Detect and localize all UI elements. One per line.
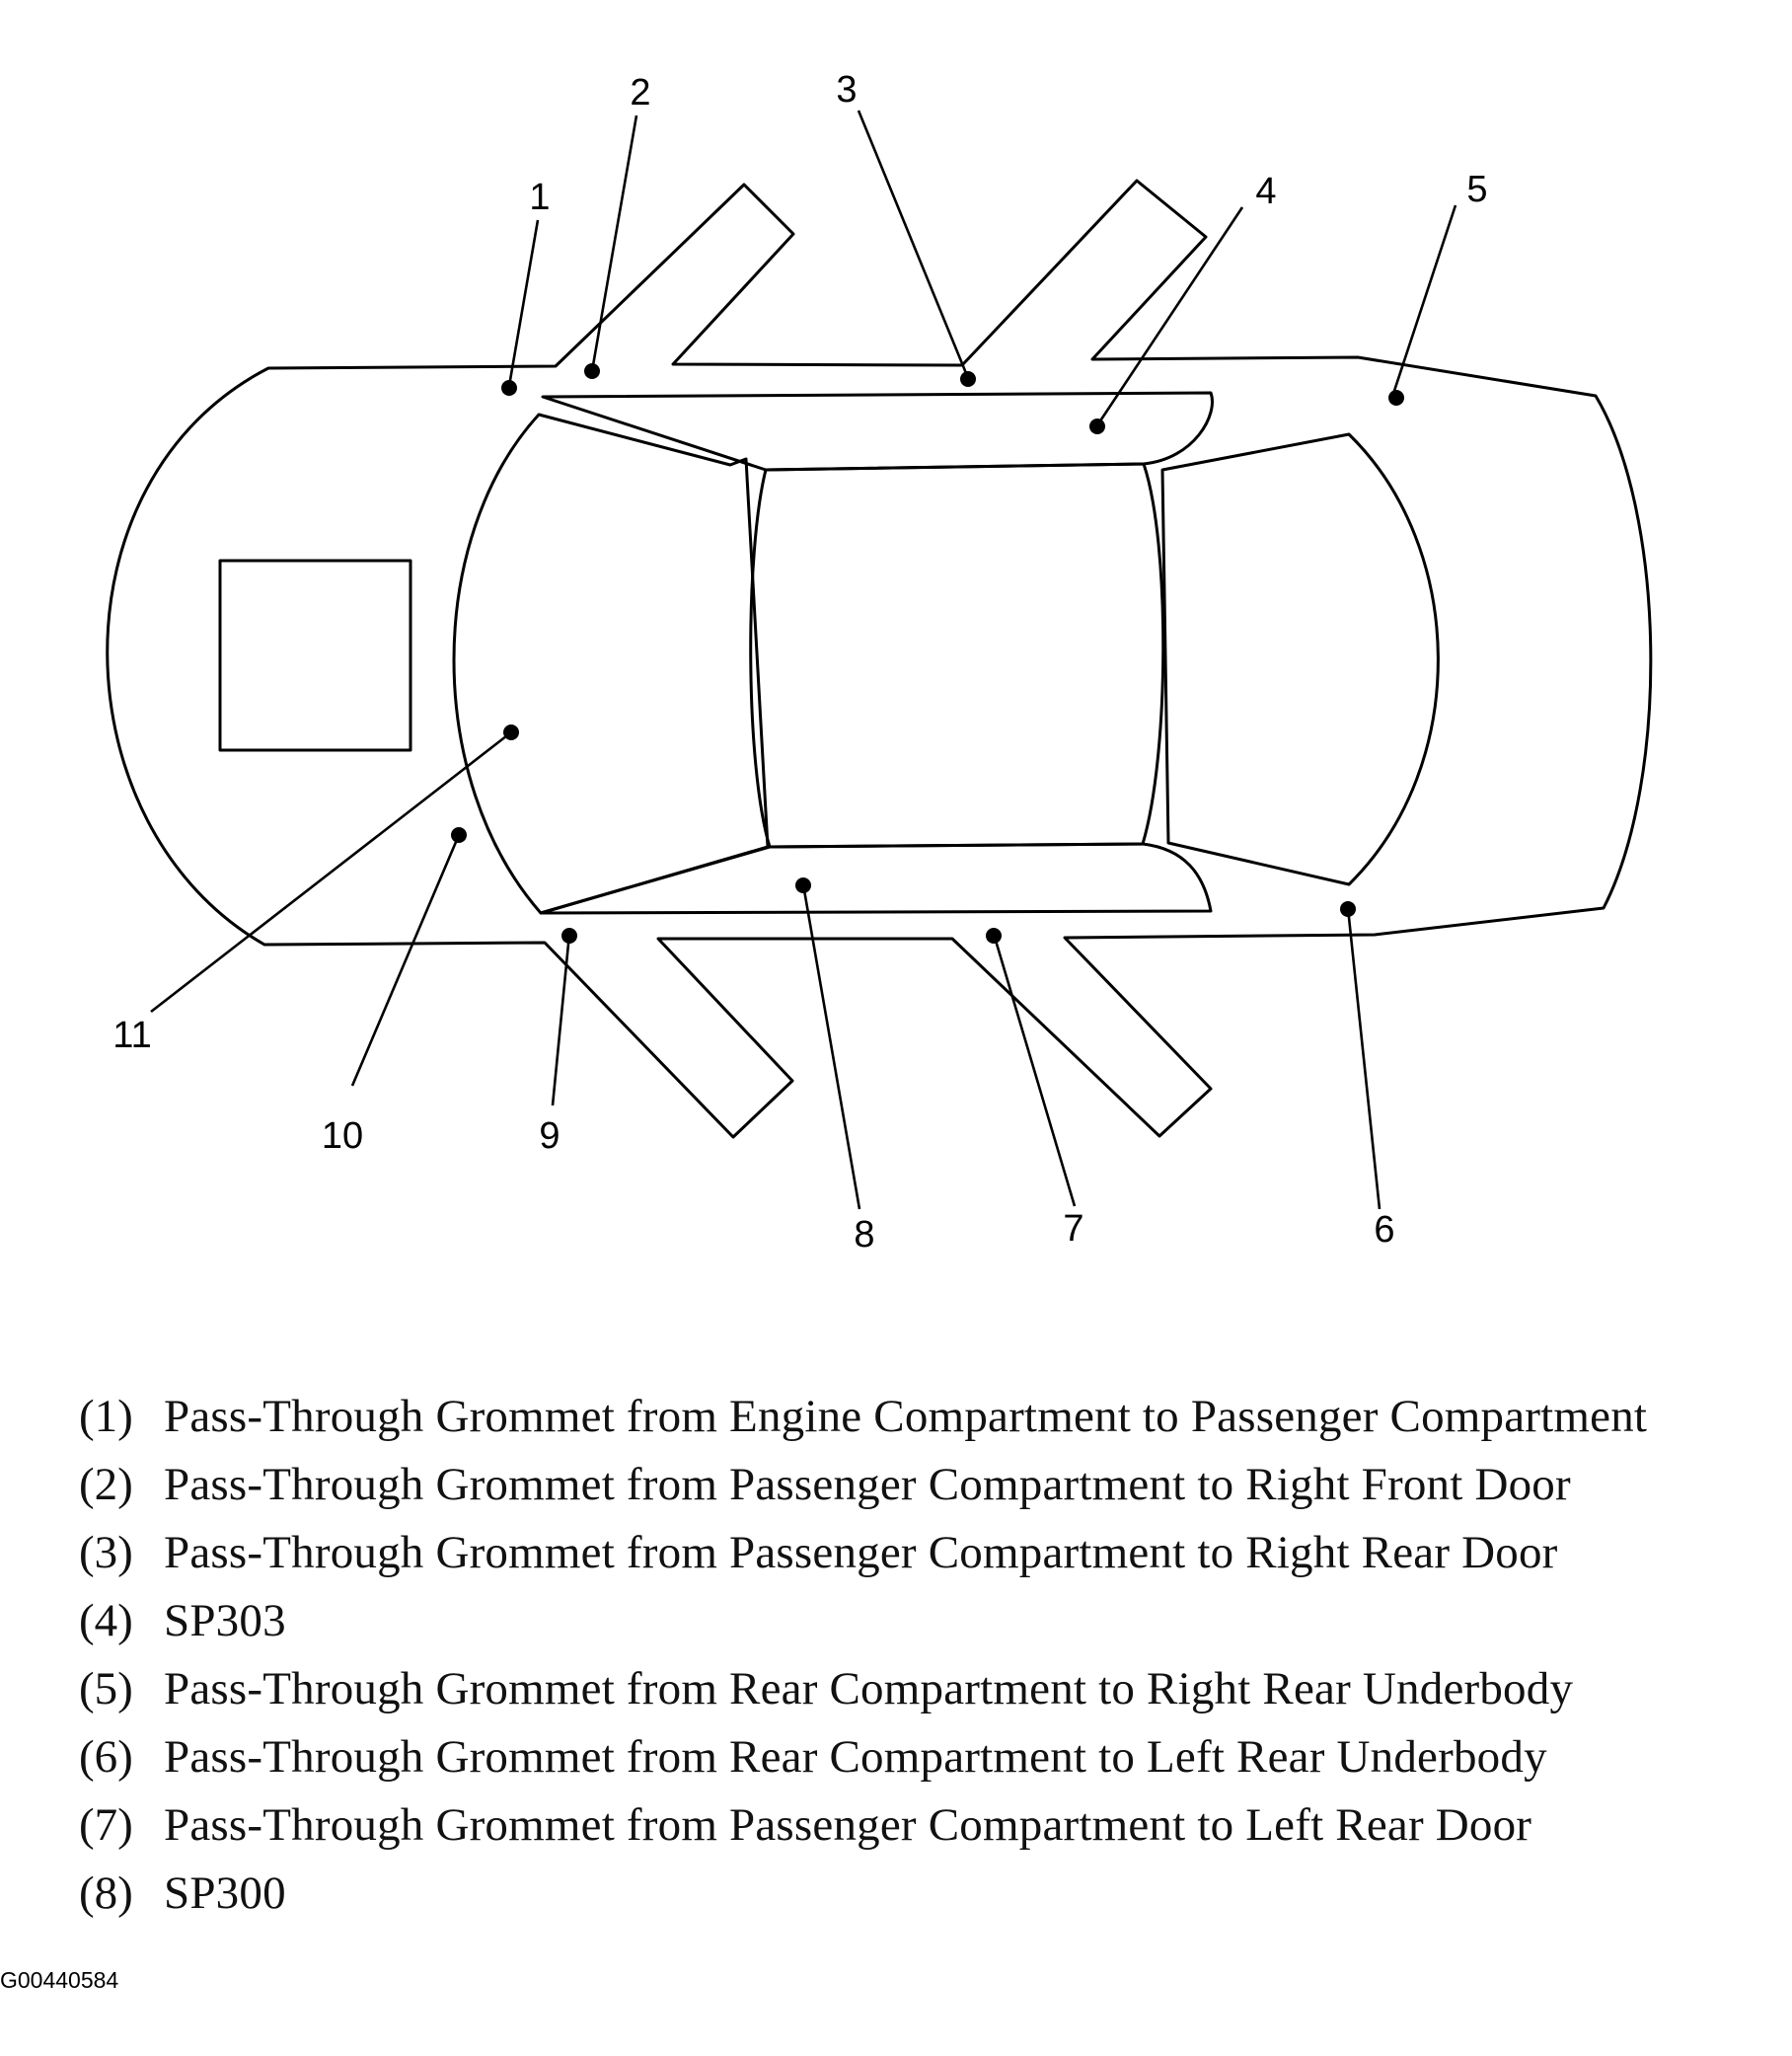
vehicle-body-outline <box>106 179 1653 1139</box>
legend-item-text: Pass-Through Grommet from Rear Compartme… <box>164 1663 1574 1714</box>
legend-list: (1) Pass-Through Grommet from Engine Com… <box>79 1390 1776 1935</box>
location-dot-3 <box>960 371 976 387</box>
callout-leaders <box>150 110 1457 1210</box>
location-dot-2 <box>584 363 600 379</box>
legend-item-text: SP303 <box>164 1595 286 1646</box>
location-dot-10 <box>451 827 467 843</box>
callout-number-11: 11 <box>112 1015 151 1056</box>
callout-numbers: 1 2 3 4 5 6 7 8 9 10 11 <box>112 69 1487 1256</box>
legend-item: (3) Pass-Through Grommet from Passenger … <box>79 1526 1776 1594</box>
legend-item-number: (8) <box>79 1867 133 1919</box>
legend-item-text: Pass-Through Grommet from Passenger Comp… <box>164 1799 1532 1851</box>
legend-item-text: Pass-Through Grommet from Engine Compart… <box>164 1391 1648 1442</box>
legend-item-number: (1) <box>79 1391 133 1442</box>
windshield <box>452 413 770 915</box>
rear-window <box>1160 432 1440 886</box>
legend-item: (5) Pass-Through Grommet from Rear Compa… <box>79 1662 1776 1730</box>
legend-item-number: (4) <box>79 1595 133 1646</box>
legend-item-number: (2) <box>79 1459 133 1510</box>
legend-item-text: Pass-Through Grommet from Passenger Comp… <box>164 1527 1558 1578</box>
callout-number-5: 5 <box>1466 169 1487 210</box>
callout-number-7: 7 <box>1063 1208 1083 1250</box>
legend-item: (7) Pass-Through Grommet from Passenger … <box>79 1798 1776 1866</box>
legend-item: (1) Pass-Through Grommet from Engine Com… <box>79 1390 1776 1458</box>
legend-item-number: (6) <box>79 1731 133 1783</box>
callout-number-2: 2 <box>630 72 650 114</box>
right-side-rail <box>541 391 1214 472</box>
legend-item-number: (5) <box>79 1663 133 1714</box>
callout-number-4: 4 <box>1255 171 1276 212</box>
legend-item-text: Pass-Through Grommet from Rear Compartme… <box>164 1731 1547 1783</box>
callout-number-8: 8 <box>854 1214 874 1256</box>
figure-id: G00440584 <box>0 1967 119 1993</box>
legend-item-number: (7) <box>79 1799 133 1851</box>
legend-item: (6) Pass-Through Grommet from Rear Compa… <box>79 1730 1776 1798</box>
vehicle-top-view-diagram: 1 2 3 4 5 6 7 8 9 10 11 <box>106 69 1653 1256</box>
legend-item-number: (3) <box>79 1527 133 1578</box>
roof <box>749 462 1165 849</box>
engine-compartment-box <box>218 559 412 752</box>
location-dot-11 <box>503 724 519 740</box>
legend-item: (8) SP300 <box>79 1866 1776 1935</box>
callout-number-10: 10 <box>322 1115 363 1157</box>
location-dot-9 <box>561 928 577 944</box>
location-dots <box>451 363 1404 944</box>
location-dot-4 <box>1089 419 1105 434</box>
location-dot-1 <box>501 380 517 396</box>
legend-item-text: SP300 <box>164 1867 286 1919</box>
callout-number-1: 1 <box>529 177 550 218</box>
location-dot-6 <box>1340 901 1356 917</box>
legend-item: (2) Pass-Through Grommet from Passenger … <box>79 1458 1776 1526</box>
legend-item-text: Pass-Through Grommet from Passenger Comp… <box>164 1459 1571 1510</box>
callout-number-9: 9 <box>539 1115 560 1157</box>
callout-number-3: 3 <box>836 69 857 111</box>
location-dot-8 <box>795 877 811 893</box>
callout-number-6: 6 <box>1374 1209 1394 1251</box>
left-side-rail <box>539 842 1213 915</box>
location-dot-7 <box>986 928 1002 944</box>
location-dot-5 <box>1388 390 1404 406</box>
legend-item: (4) SP303 <box>79 1594 1776 1662</box>
